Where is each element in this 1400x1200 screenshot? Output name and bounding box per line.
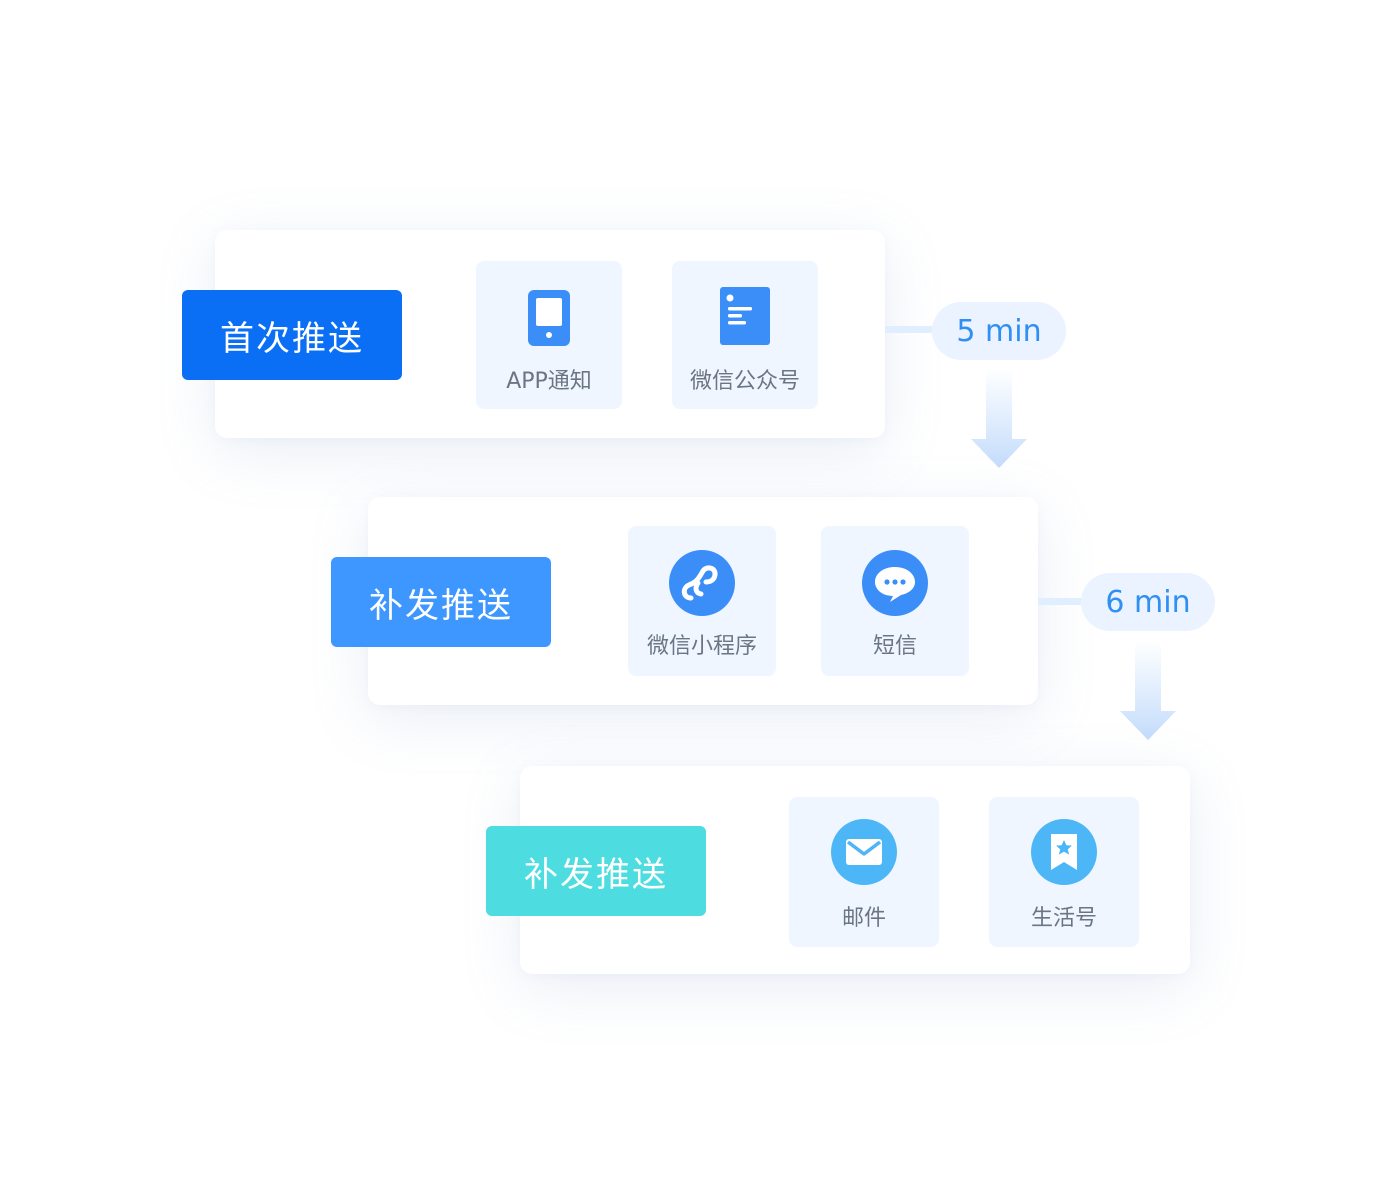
connector-line bbox=[885, 326, 935, 333]
channel-label: 微信公众号 bbox=[689, 369, 800, 394]
channel-tile-mini-program[interactable]: 微信小程序 bbox=[628, 526, 776, 676]
phone-icon bbox=[528, 290, 570, 346]
channel-tile-app[interactable]: APP通知 bbox=[476, 261, 622, 409]
chat-bubble-icon bbox=[862, 550, 928, 616]
mini-program-icon bbox=[669, 550, 735, 616]
channel-label: 微信小程序 bbox=[646, 634, 757, 659]
channel-tile-wechat-official[interactable]: 微信公众号 bbox=[672, 261, 818, 409]
channel-label: APP通知 bbox=[506, 369, 592, 394]
delay-badge-1: 5 min bbox=[932, 302, 1066, 360]
stage-label-resend-1: 补发推送 bbox=[331, 557, 551, 647]
stage-label-resend-2: 补发推送 bbox=[486, 826, 706, 916]
channel-label: 邮件 bbox=[841, 906, 886, 931]
arrow-down-icon bbox=[1120, 641, 1176, 740]
channel-tile-email[interactable]: 邮件 bbox=[789, 797, 939, 947]
channel-tile-sms[interactable]: 短信 bbox=[821, 526, 969, 676]
document-icon bbox=[720, 287, 770, 345]
channel-label: 短信 bbox=[872, 634, 917, 659]
connector-line bbox=[1038, 598, 1084, 605]
delay-badge-2: 6 min bbox=[1081, 573, 1215, 631]
stage-card-3: 邮件 生活号 bbox=[520, 766, 1190, 974]
stage-card-1: APP通知 微信公众号 bbox=[215, 230, 885, 438]
channel-tile-life-account[interactable]: 生活号 bbox=[989, 797, 1139, 947]
mail-icon bbox=[831, 819, 897, 885]
arrow-down-icon bbox=[971, 369, 1027, 468]
channel-label: 生活号 bbox=[1030, 906, 1097, 931]
bookmark-star-icon bbox=[1031, 819, 1097, 885]
stage-label-first-push: 首次推送 bbox=[182, 290, 402, 380]
